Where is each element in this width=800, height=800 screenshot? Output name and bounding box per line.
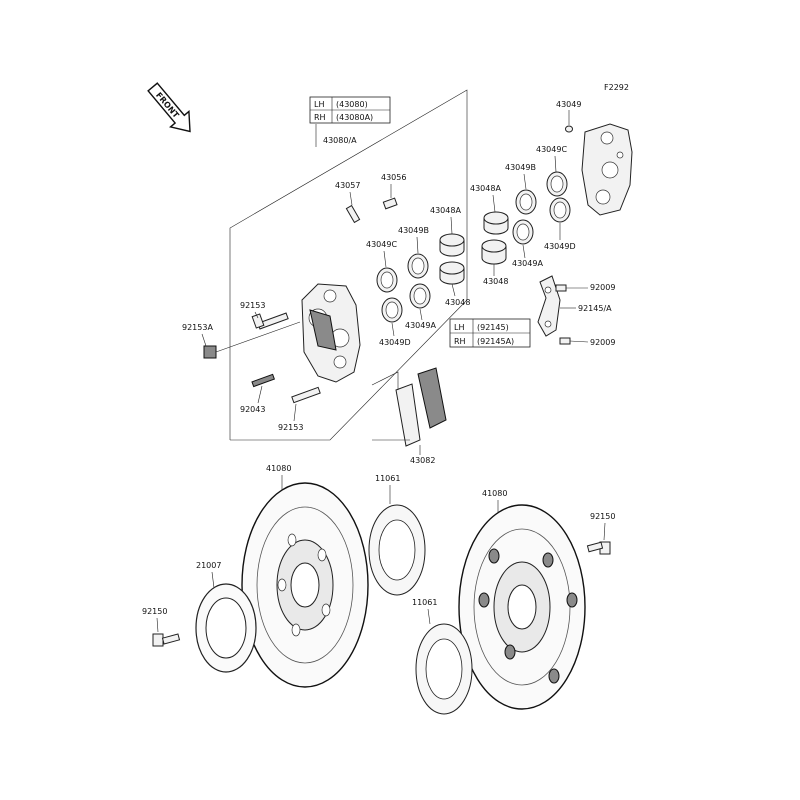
seal-43049A-right [512,219,534,245]
pin-43057 [345,204,361,224]
label-43049C-left: 43049C [366,240,397,249]
label-43048A-left: 43048A [430,206,461,215]
label-43048-left: 43048 [445,298,470,307]
label-92150-right: 92150 [590,512,615,521]
label-41080-right: 41080 [482,489,507,498]
seal-43049C-left [376,267,398,293]
label-43082: 43082 [410,456,435,465]
label-43080A: 43080/A [323,136,357,145]
seal-43049B-left [407,253,429,279]
label-43049C-right: 43049C [536,145,567,154]
label-43048-right: 43048 [483,277,508,286]
label-43049-top: 43049 [556,100,581,109]
piston-43048-left [439,261,465,285]
bolt-92153-top [251,312,289,330]
label-21007: 21007 [196,561,221,570]
label-11061-top: 11061 [375,474,400,483]
label-92150-left: 92150 [142,607,167,616]
label-92145A: 92145/A [578,304,612,313]
label-11061-bottom: 11061 [412,598,437,607]
caliper-inner-half [301,283,361,383]
label-43049D-right: 43049D [544,242,576,251]
bracket-legend-lh-part: (92145) [477,323,509,332]
diagram-code: F2292 [604,83,629,92]
caliper-side-legend: LH (43080) RH (43080A) [309,96,391,124]
bolt-92009-bottom [559,337,571,345]
bracket-legend-rh-part: (92145A) [477,337,514,346]
brake-disc-right-41080 [458,504,586,710]
bracket-legend-lh-label: LH [454,323,464,332]
label-43049A-right: 43049A [512,259,543,268]
label-43049A-left: 43049A [405,321,436,330]
caliper-legend-rh-part: (43080A) [336,113,373,122]
label-92043: 92043 [240,405,265,414]
label-43056: 43056 [381,173,406,182]
caliper-legend-rh-label: RH [314,113,326,122]
sensor-rotor-21007 [195,583,257,673]
seal-43049D-left [381,297,403,323]
bleed-plug-43049 [565,125,573,133]
label-92153A: 92153A [182,323,213,332]
seal-43049D-right [549,197,571,223]
bolt-92153-bottom [291,386,321,404]
caliper-bracket-92145 [537,275,561,337]
seal-43049A-left [409,283,431,309]
bolt-92150-right [586,541,611,555]
caliper-legend-lh-part: (43080) [336,100,368,109]
label-92009-bottom: 92009 [590,338,615,347]
caliper-outer-half [581,123,633,216]
pin-92043 [251,373,276,388]
front-direction-arrow-icon: FRONT [147,82,191,133]
brake-pad-set-43082 [371,367,447,447]
piston-43048-right [481,239,507,265]
bolt-92009-top [555,284,567,292]
spacer-plate-11061-bottom [415,623,473,715]
seal-43049C-right [546,171,568,197]
label-92009-top: 92009 [590,283,615,292]
label-92153-bottom: 92153 [278,423,303,432]
bolt-92150-left [152,633,181,647]
seal-43049B-right [515,189,537,215]
label-92153-top: 92153 [240,301,265,310]
piston-43048A-left [439,233,465,257]
piston-43048A-right [483,211,509,235]
spacer-plate-11061-top [368,504,426,596]
label-43049D-left: 43049D [379,338,411,347]
label-43048A-right: 43048A [470,184,501,193]
label-41080-left: 41080 [266,464,291,473]
brake-disc-left-41080 [241,482,369,688]
bracket-side-legend: LH (92145) RH (92145A) [449,318,531,348]
bolt-92153A [203,321,301,359]
label-43049B-right: 43049B [505,163,536,172]
pin-43056 [382,197,398,210]
caliper-assembly-outline [229,89,468,441]
label-43057: 43057 [335,181,360,190]
caliper-legend-lh-label: LH [314,100,324,109]
bracket-legend-rh-label: RH [454,337,466,346]
label-43049B-left: 43049B [398,226,429,235]
